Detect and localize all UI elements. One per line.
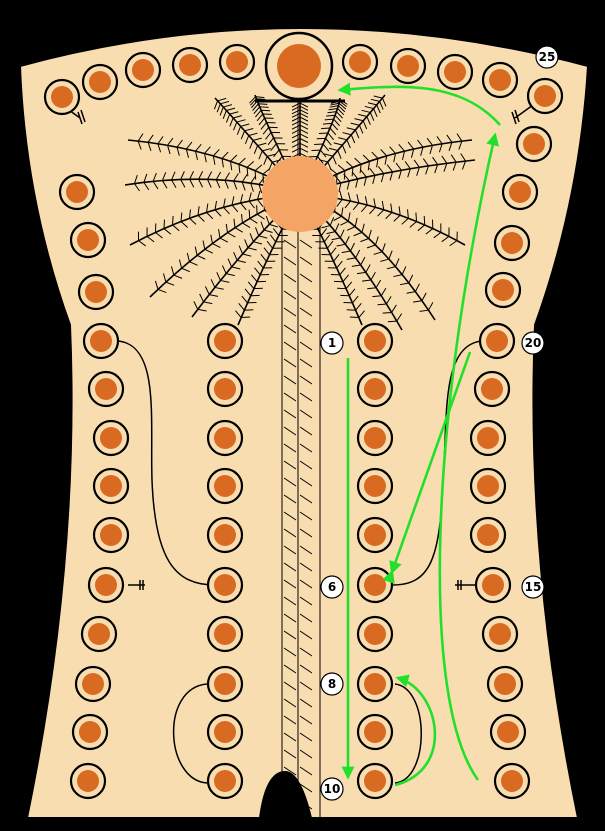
board-hole: [489, 713, 527, 751]
board-hole: [82, 322, 120, 360]
board-hole: [218, 43, 256, 81]
square-number-25: 25: [535, 45, 559, 69]
palm-trunk: [281, 100, 321, 818]
board-hole: [469, 516, 507, 554]
svg-text:10: 10: [324, 782, 341, 796]
board-hole: [87, 370, 125, 408]
board-hole: [356, 419, 394, 457]
board-hole: [493, 762, 531, 800]
board-hole: [486, 665, 524, 703]
board-hole: [469, 467, 507, 505]
square-number-15: 15: [521, 575, 545, 599]
board-hole: [493, 224, 531, 262]
board-hole: [74, 665, 112, 703]
board-hole: [92, 467, 130, 505]
palm-tree-icon: [124, 94, 476, 818]
board-outline: [18, 27, 590, 819]
square-number-20: 20: [521, 331, 545, 355]
board-hole: [356, 665, 394, 703]
palm-frond: [191, 193, 301, 318]
square-number-10: 10: [320, 777, 344, 801]
board-hole: [124, 51, 162, 89]
board-hole: [206, 322, 244, 360]
board-hole: [478, 322, 516, 360]
board-hole: [356, 762, 394, 800]
board-hole: [515, 125, 553, 163]
board-hole: [484, 271, 522, 309]
board-hole: [356, 713, 394, 751]
board-hole: [77, 273, 115, 311]
board-hole: [473, 370, 511, 408]
board-hole: [206, 762, 244, 800]
board-hole: [87, 566, 125, 604]
board-hole: [206, 370, 244, 408]
board-holes: [43, 43, 564, 800]
board-hole: [206, 665, 244, 703]
board-hole: [58, 173, 96, 211]
board-hole: [206, 566, 244, 604]
movement-arrows: [337, 82, 501, 787]
board-hole: [356, 467, 394, 505]
board-hole: [171, 46, 209, 84]
board-hole: [92, 516, 130, 554]
square-number-1: 1: [320, 331, 344, 355]
svg-text:1: 1: [328, 336, 336, 350]
board-hole: [356, 566, 394, 604]
board-hole: [481, 61, 519, 99]
board-hole: [69, 762, 107, 800]
board-hole: [481, 615, 519, 653]
palm-frond: [129, 190, 301, 247]
board-hole: [356, 370, 394, 408]
board-hole: [469, 419, 507, 457]
board-hole: [356, 516, 394, 554]
shen-ring-icon: [255, 31, 345, 103]
board-hole: [206, 467, 244, 505]
board-hole: [71, 713, 109, 751]
svg-text:25: 25: [539, 50, 556, 64]
board-hole: [69, 221, 107, 259]
board-hole: [206, 615, 244, 653]
board-hole: [501, 173, 539, 211]
board-hole: [341, 43, 379, 81]
board-hole: [43, 78, 81, 116]
board-hole: [526, 77, 564, 115]
board-hole: [206, 713, 244, 751]
board-hole: [356, 322, 394, 360]
board-hole: [356, 615, 394, 653]
board-hole: [206, 419, 244, 457]
board-hole: [81, 63, 119, 101]
svg-text:20: 20: [525, 336, 542, 350]
sun-icon: [262, 156, 338, 232]
board-hole: [92, 419, 130, 457]
square-number-6: 6: [320, 575, 344, 599]
board-hole: [206, 516, 244, 554]
board-hole: [474, 566, 512, 604]
board-hole: [436, 53, 474, 91]
board-hole: [80, 615, 118, 653]
svg-text:8: 8: [328, 677, 336, 691]
svg-text:15: 15: [525, 580, 542, 594]
square-number-8: 8: [320, 672, 344, 696]
board-hole: [389, 47, 427, 85]
svg-text:6: 6: [328, 580, 336, 594]
